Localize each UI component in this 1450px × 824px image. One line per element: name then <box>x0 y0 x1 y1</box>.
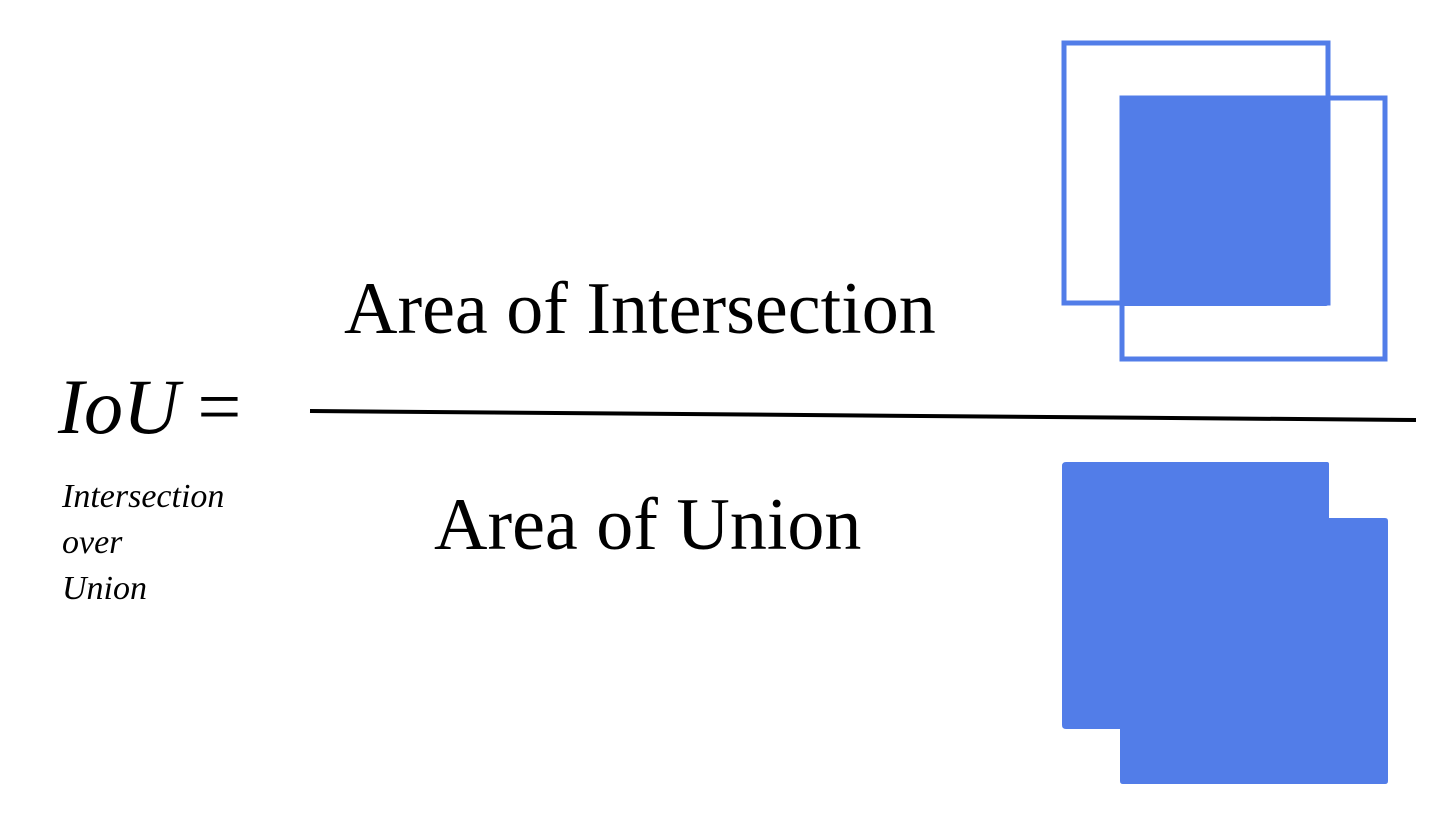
expansion-word-over: over <box>62 524 123 561</box>
iou-expansion: Intersection over Union <box>62 474 224 612</box>
box-b-outline <box>1119 95 1388 362</box>
intersection-illustration <box>1061 40 1388 362</box>
fraction-bar <box>309 409 1417 422</box>
iou-symbol: IoU= <box>58 368 241 446</box>
denominator-label: Area of Union <box>434 484 862 566</box>
numerator-label: Area of Intersection <box>344 268 936 350</box>
union-illustration <box>1062 462 1388 784</box>
box-a-outline <box>1061 40 1331 306</box>
expansion-word-union: Union <box>62 570 147 607</box>
equals-sign: = <box>197 363 242 450</box>
union-fill <box>1062 462 1388 784</box>
expansion-word-intersection: Intersection <box>62 478 225 515</box>
iou-abbreviation: IoU <box>58 363 180 450</box>
intersection-fill <box>1120 96 1329 306</box>
